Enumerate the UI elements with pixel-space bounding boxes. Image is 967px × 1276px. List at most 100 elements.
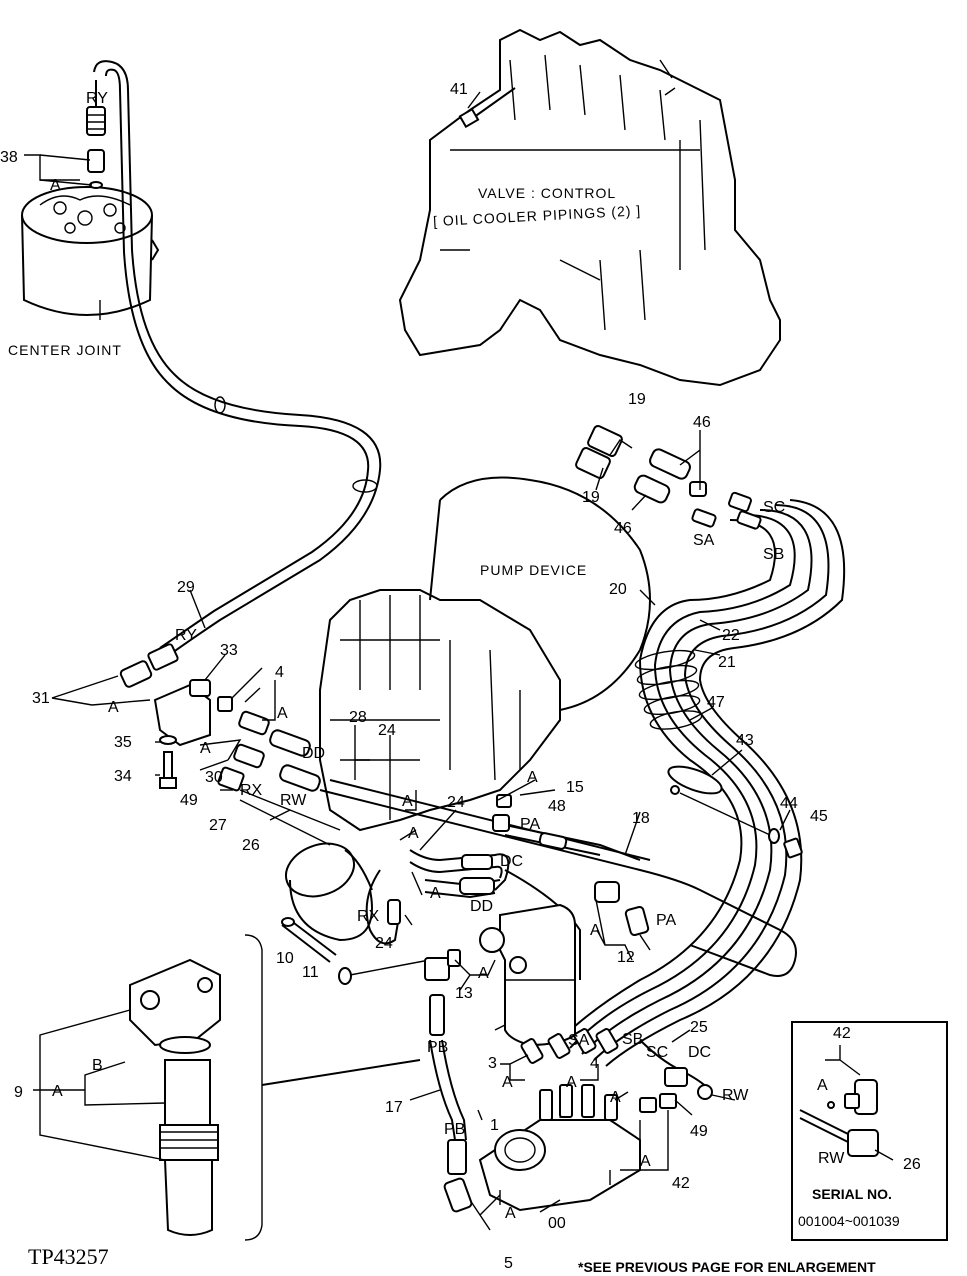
callout-9: 9 (14, 1084, 23, 1101)
port-rx: RX (240, 782, 263, 799)
callout-29: 29 (177, 579, 195, 596)
callout-numbers: 1 3 4 4 5 9 10 11 12 13 15 17 18 19 19 2… (0, 81, 921, 1272)
callout-28: 28 (349, 709, 367, 726)
callout-15: 15 (566, 779, 584, 796)
port-rw-right: RW (722, 1087, 749, 1104)
callout-34: 34 (114, 768, 132, 785)
rod-10-11 (281, 917, 441, 985)
group-a6: A (408, 825, 419, 842)
group-a13: A (610, 1089, 621, 1106)
serial-range: 001004~001039 (798, 1213, 900, 1229)
group-b1: B (92, 1057, 103, 1074)
callout-22: 22 (722, 627, 740, 644)
port-sa-low: SA (568, 1032, 590, 1049)
callout-47: 47 (707, 694, 725, 711)
group-a17: A (817, 1077, 828, 1094)
port-rw-inset: RW (818, 1150, 845, 1167)
group-a4: A (277, 705, 288, 722)
callout-20: 20 (609, 581, 627, 598)
callout-46a: 46 (693, 414, 711, 431)
callout-48: 48 (548, 798, 566, 815)
fitting-ry-top (86, 80, 106, 136)
fittings-sa-sb-sc (520, 1028, 713, 1113)
callout-19b: 19 (582, 489, 600, 506)
callout-25: 25 (690, 1019, 708, 1036)
filter-9-bracket (244, 934, 421, 1241)
port-sb-low: SB (622, 1031, 643, 1048)
callout-49b: 49 (690, 1123, 708, 1140)
callout-19a: 19 (628, 391, 646, 408)
group-letters: A A A A A A A A A A A A A A A A A B (50, 177, 828, 1222)
footnote: *SEE PREVIOUS PAGE FOR ENLARGEMENT (578, 1259, 876, 1275)
hose-18-pa (492, 794, 641, 980)
callout-46b: 46 (614, 520, 632, 537)
callout-26a: 26 (242, 837, 260, 854)
port-rw-left: RW (280, 792, 307, 809)
port-sc-low: SC (646, 1044, 668, 1061)
pilot-valve-00 (478, 1084, 641, 1212)
callout-27: 27 (209, 817, 227, 834)
group-a16: A (52, 1083, 63, 1100)
filter-13 (479, 903, 576, 1047)
fittings-12-pa (594, 881, 651, 951)
port-rx-low: RX (357, 908, 380, 925)
port-dc-mid: DC (500, 853, 523, 870)
inset-box (791, 1021, 948, 1241)
clamp-43 (667, 765, 803, 859)
suction-pipe (285, 842, 373, 942)
callout-45: 45 (810, 808, 828, 825)
callout-4a: 4 (275, 664, 284, 681)
valve-label-line2: [ OIL COOLER PIPINGS (2) ] (433, 202, 642, 229)
valve-label-line1: VALVE : CONTROL (478, 185, 616, 201)
group-a15: A (505, 1205, 516, 1222)
callout-4b: 4 (590, 1055, 599, 1072)
group-a11: A (502, 1074, 513, 1091)
callout-18: 18 (632, 810, 650, 827)
port-ry-top: RY (86, 90, 108, 107)
couplings-19-46 (575, 425, 762, 530)
elbow-13 (424, 949, 461, 981)
port-dc-low: DC (688, 1044, 711, 1061)
pump-device-label: PUMP DEVICE (480, 562, 587, 578)
callout-31: 31 (32, 690, 50, 707)
callout-42a: 42 (833, 1025, 851, 1042)
callout-33: 33 (220, 642, 238, 659)
callout-44: 44 (780, 795, 798, 812)
callout-24a: 24 (378, 722, 396, 739)
hose-29 (93, 60, 382, 659)
center-joint-label: CENTER JOINT (8, 342, 122, 358)
group-a5: A (402, 793, 413, 810)
callout-10: 10 (276, 950, 294, 967)
callout-3: 3 (488, 1055, 497, 1072)
callout-13: 13 (455, 985, 473, 1002)
pump-device-drawing (319, 476, 797, 977)
callout-42b: 42 (672, 1175, 690, 1192)
hoses-24-dd-dc (365, 849, 510, 945)
part-41-bolt (458, 87, 516, 129)
callout-21: 21 (718, 654, 736, 671)
port-pa-right: PA (656, 912, 676, 929)
center-joint-drawing (21, 186, 160, 320)
hose-17-pb (429, 994, 473, 1213)
group-a10: A (478, 965, 489, 982)
group-a9: A (590, 922, 601, 939)
callout-5: 5 (504, 1255, 513, 1272)
callout-1: 1 (490, 1117, 499, 1134)
callout-43: 43 (736, 732, 754, 749)
group-a7: A (430, 885, 441, 902)
group-a2: A (108, 699, 119, 716)
group-a8: A (527, 769, 538, 786)
port-dd-top: DD (302, 745, 325, 762)
callout-17: 17 (385, 1099, 403, 1116)
port-sa-top: SA (693, 532, 715, 549)
inset-text: SERIAL NO. 001004~001039 (798, 1186, 900, 1229)
component-labels: VALVE : CONTROL [ OIL COOLER PIPINGS (2)… (8, 185, 642, 578)
callout-24b: 24 (447, 794, 465, 811)
port-pa-top: PA (520, 816, 540, 833)
callout-26b: 26 (903, 1156, 921, 1173)
part-38-fitting (87, 149, 105, 189)
group-a12: A (566, 1074, 577, 1091)
group-a3: A (200, 740, 211, 757)
